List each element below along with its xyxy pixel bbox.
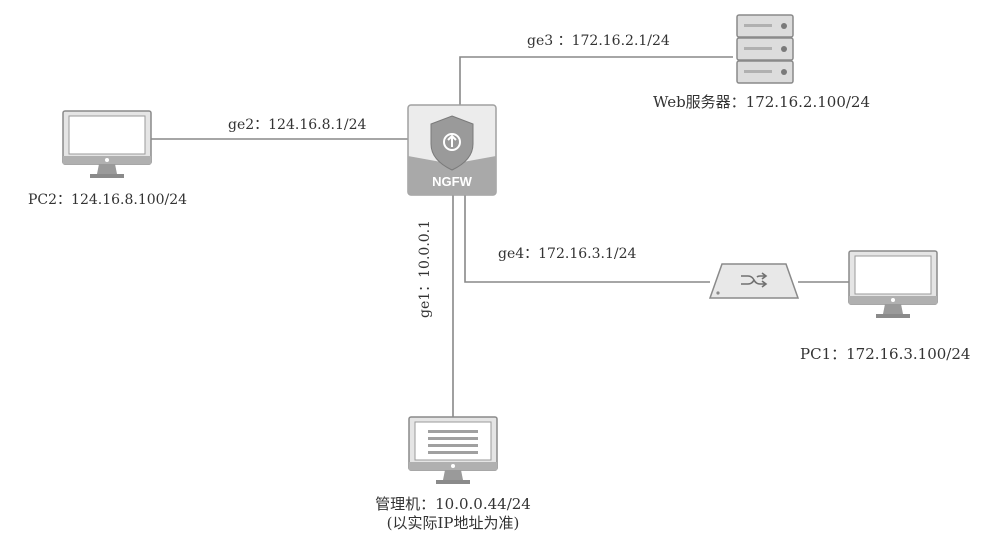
mgmt-node bbox=[408, 416, 498, 488]
server-icon bbox=[736, 14, 794, 84]
link-label-ge4: ge4：172.16.3.1/24 bbox=[498, 246, 637, 262]
link-ge4 bbox=[464, 195, 710, 283]
ngfw-node: NGFW bbox=[407, 104, 497, 196]
pc2-node bbox=[62, 110, 152, 182]
web-server-label: Web服务器：172.16.2.100/24 bbox=[653, 93, 871, 111]
link-label-ge2: ge2：124.16.8.1/24 bbox=[228, 117, 367, 133]
pc1-node bbox=[848, 250, 938, 322]
link-label-ge1: ge1：10.0.0.1 bbox=[417, 219, 433, 318]
monitor-icon bbox=[408, 416, 498, 484]
monitor-icon bbox=[848, 250, 938, 318]
pc2-label: PC2：124.16.8.100/24 bbox=[28, 192, 188, 208]
link-ge3 bbox=[459, 56, 733, 105]
link-label-ge3: ge3 ：172.16.2.1/24 bbox=[527, 33, 670, 49]
mgmt-label-line2: (以实际IP地址为准) bbox=[386, 514, 520, 532]
mgmt-label: 管理机：10.0.0.44/24 (以实际IP地址为准) bbox=[353, 495, 553, 533]
ngfw-label: NGFW bbox=[432, 174, 472, 189]
switch-icon bbox=[708, 263, 800, 299]
web-server-node bbox=[734, 14, 796, 86]
switch-node bbox=[708, 262, 800, 302]
pc1-label: PC1：172.16.3.100/24 bbox=[800, 345, 971, 363]
monitor-icon bbox=[62, 110, 152, 178]
firewall-icon bbox=[407, 104, 497, 196]
mgmt-label-line1: 管理机：10.0.0.44/24 bbox=[375, 495, 531, 513]
